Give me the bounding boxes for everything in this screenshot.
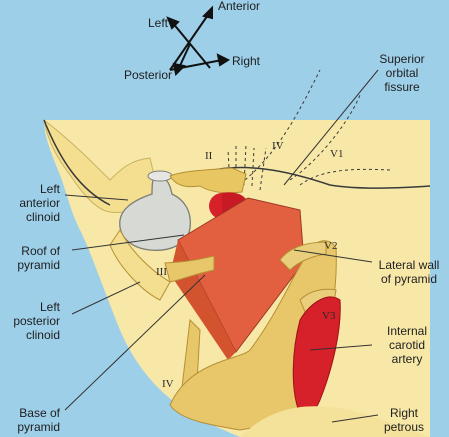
marker-iv-top: IV xyxy=(272,140,284,152)
label-superior-orbital-fissure: Superior orbital fissure xyxy=(379,52,425,94)
marker-v2: V2 xyxy=(324,240,338,252)
oculomotor-nerve xyxy=(164,255,215,283)
compass-anterior-label: Anterior xyxy=(218,0,261,13)
posterior-clinoid xyxy=(109,229,171,301)
optic-nerve xyxy=(169,167,247,194)
leader-lines xyxy=(64,69,379,423)
pituitary-gland xyxy=(119,175,191,251)
marker-v1: V1 xyxy=(330,148,344,160)
compass-arrows xyxy=(166,5,231,77)
marker-v3: V3 xyxy=(322,310,336,322)
top-bone-outline xyxy=(43,119,431,206)
label-right-petrous: Right petrous xyxy=(383,406,425,434)
label-base-of-pyramid: Base of pyramid xyxy=(17,406,60,434)
marker-iii: III xyxy=(156,266,167,278)
label-lateral-wall-of-pyramid: Lateral wall of pyramid xyxy=(378,258,440,286)
compass-posterior-label: Posterior xyxy=(123,68,172,82)
label-internal-carotid-artery: Internal carotid artery xyxy=(386,324,428,366)
internal-carotid-artery-vessel xyxy=(292,296,341,416)
label-roof-of-pyramid: Roof of pyramid xyxy=(17,244,60,272)
label-left-anterior-clinoid: Left anterior clinoid xyxy=(19,182,60,224)
marker-ii: II xyxy=(205,150,213,162)
compass-right-label: Right xyxy=(232,54,261,68)
label-left-posterior-clinoid: Left posterior clinoid xyxy=(13,300,60,342)
v2-branch xyxy=(279,241,327,271)
compass-left-label: Left xyxy=(147,16,168,30)
pituitary-stalk-top xyxy=(147,170,173,182)
marker-iv-bottom: IV xyxy=(162,378,174,390)
